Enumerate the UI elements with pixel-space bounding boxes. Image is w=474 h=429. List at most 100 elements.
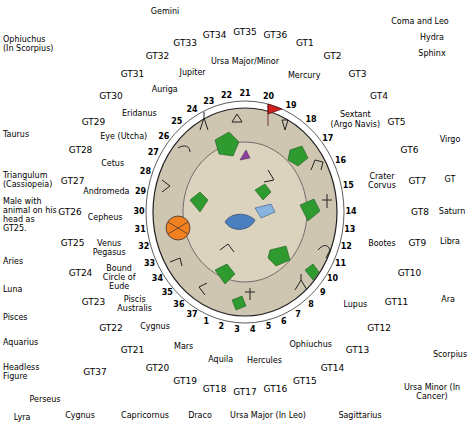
sky-label: Crater Corvus [360,172,404,190]
gt-label: GT24 [69,268,93,278]
gt-label: GT29 [82,117,106,127]
gt-label: GT1 [296,38,314,48]
callout-number: 1 [203,317,209,326]
constellation-label: Draco [188,411,212,420]
callout-number: 18 [306,115,317,124]
sky-label: Piscis Australis [113,295,157,313]
gt-label: GT34 [203,30,227,40]
gt-label: GT30 [99,91,123,101]
gt-label: GT23 [82,297,106,307]
callout-number: 12 [341,242,352,251]
callout-number: 33 [144,259,155,268]
callout-number: 13 [344,225,355,234]
gt-label: GT17 [233,387,257,397]
callout-number: 32 [138,242,149,251]
constellation-label: Lyra [14,413,31,422]
gt-label: GT26 [58,207,82,217]
callout-number: 29 [135,187,146,196]
callout-number: 2 [219,322,225,331]
gt-label: GT15 [293,376,317,386]
sky-label: Eridanus [122,109,157,118]
gt-label: GT22 [99,323,123,333]
gt-label: GT21 [121,345,145,355]
callout-number: 4 [250,325,256,334]
constellation-label: Ursa Major (In Leo) [230,411,306,420]
callout-number: 9 [320,288,326,297]
constellation-label: Coma and Leo [391,17,448,26]
constellation-label: Pisces [3,313,28,322]
callout-number: 22 [221,91,232,100]
constellation-label: Scorpius [433,350,467,359]
gt-label: GT32 [146,51,170,61]
callout-number: 36 [173,300,184,309]
constellation-label: Cygnus [65,411,95,420]
sky-label: Jupiter [180,68,206,77]
gt-label: GT37 [83,367,107,377]
gt-label: GT7 [408,176,426,186]
sky-label: Bound Circle of Eude [97,264,141,292]
callout-number: 21 [239,89,250,98]
zodiac-disc [146,101,344,323]
gt-label: GT18 [203,384,227,394]
callout-number: 19 [285,101,296,110]
gt-label: GT4 [370,91,388,101]
sky-label: Cetus [101,159,124,168]
callout-number: 31 [135,225,146,234]
gt-label: GT16 [264,384,288,394]
gt-label: GT31 [121,69,145,79]
sky-label: Lupus [343,300,367,309]
callout-number: 17 [322,134,333,143]
constellation-label: Luna [3,285,22,294]
gt-label: GT27 [61,176,85,186]
callout-number: 30 [133,207,144,216]
gt-label: GT11 [385,297,409,307]
callout-number: 34 [152,274,163,283]
callout-number: 6 [281,317,287,326]
sky-label: Bootes [368,239,396,248]
constellation-label: Ursa Minor (In Cancer) [401,383,463,401]
callout-number: 27 [148,148,159,157]
constellation-label: Triangulum (Cassiopeia) [3,171,55,189]
sky-label: Aquila [208,355,233,364]
callout-number: 10 [327,274,338,283]
constellation-label: Aquarius [3,338,38,347]
constellation-label: Hydra [420,33,444,42]
gt-label: GT19 [173,376,197,386]
sky-label: Cepheus [88,213,123,222]
callout-number: 37 [186,310,197,319]
callout-number: 35 [162,288,173,297]
gt-label: GT33 [173,38,197,48]
callout-number: 25 [171,117,182,126]
gt-label: GT9 [408,238,426,248]
gt-label: GT25 [61,238,85,248]
gt-label: GT35 [233,27,257,37]
sky-label: Mars [174,342,193,351]
gt-label: GT5 [388,117,406,127]
sky-label: Cygnus [140,322,170,331]
sky-label: Mercury [288,71,320,80]
callout-number: 3 [234,325,240,334]
gt-label: GT2 [324,51,342,61]
gt-label: GT3 [349,69,367,79]
constellation-label: Ophiuchus (In Scorpius) [3,35,58,53]
constellation-label: Taurus [3,130,29,139]
callout-number: 20 [263,92,274,101]
callout-number: 14 [345,207,356,216]
constellation-label: Headless Figure [3,363,43,381]
sky-label: Eye (Utcha) [100,132,147,141]
constellation-label: Sphinx [418,49,445,58]
sky-label: Hercules [247,356,282,365]
callout-number: 7 [295,310,301,319]
callout-number: 23 [203,97,214,106]
sky-label: Ophiuchus [289,340,331,349]
gt-label: GT36 [264,30,288,40]
gt-label: GT12 [367,323,391,333]
sky-label: Ursa Major/Minor [211,57,279,66]
callout-number: 16 [335,156,346,165]
callout-number: 8 [308,300,314,309]
gt-label: GT8 [411,207,429,217]
constellation-label: Libra [440,237,460,246]
sky-label: Sextant (Argo Navis) [330,110,380,128]
constellation-label: Perseus [29,395,60,404]
constellation-label: Ara [441,295,455,304]
